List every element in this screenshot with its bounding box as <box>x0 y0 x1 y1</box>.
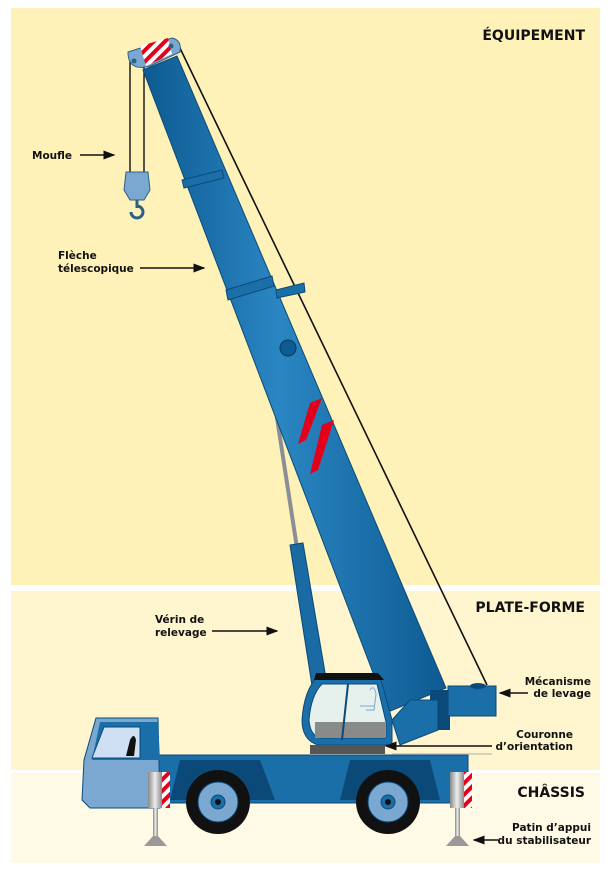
svg-text:Moufle: Moufle <box>32 150 72 162</box>
equipment-panel <box>11 8 600 585</box>
rear-wheel <box>356 770 420 834</box>
section-title-platform: PLATE-FORME <box>475 600 585 616</box>
telescopic-boom <box>127 37 447 713</box>
svg-text:de levage: de levage <box>533 688 591 700</box>
operator-cab <box>301 673 393 746</box>
label-moufle: Moufle <box>32 150 116 162</box>
label-verin-de-relevage: Vérin de relevage <box>155 614 279 639</box>
svg-text:du stabilisateur: du stabilisateur <box>498 835 592 847</box>
label-couronne-d-orientation: Couronne d’orientation <box>384 729 573 755</box>
label-patin-d-appui: Patin d’appui du stabilisateur <box>472 822 592 847</box>
hook-block <box>123 171 151 220</box>
front-wheel <box>186 770 250 834</box>
svg-text:Mécanisme: Mécanisme <box>525 676 591 688</box>
label-fleche-telescopique: Flèche télescopique <box>58 250 206 275</box>
svg-text:Vérin de: Vérin de <box>155 614 204 626</box>
slewing-ring <box>310 745 385 754</box>
svg-text:d’orientation: d’orientation <box>495 741 573 753</box>
section-title-chassis: CHÂSSIS <box>517 784 585 801</box>
turret <box>310 699 439 754</box>
label-mecanisme-de-levage: Mécanisme de levage <box>498 676 591 700</box>
svg-text:relevage: relevage <box>155 627 207 639</box>
svg-text:télescopique: télescopique <box>58 263 134 275</box>
svg-text:Flèche: Flèche <box>58 250 97 262</box>
svg-text:Patin d’appui: Patin d’appui <box>512 822 591 834</box>
section-title-equipment: ÉQUIPEMENT <box>482 27 585 44</box>
svg-text:Couronne: Couronne <box>516 729 573 741</box>
rear-outrigger <box>446 772 472 846</box>
hoist-cable <box>177 43 488 686</box>
front-outrigger <box>144 772 170 846</box>
